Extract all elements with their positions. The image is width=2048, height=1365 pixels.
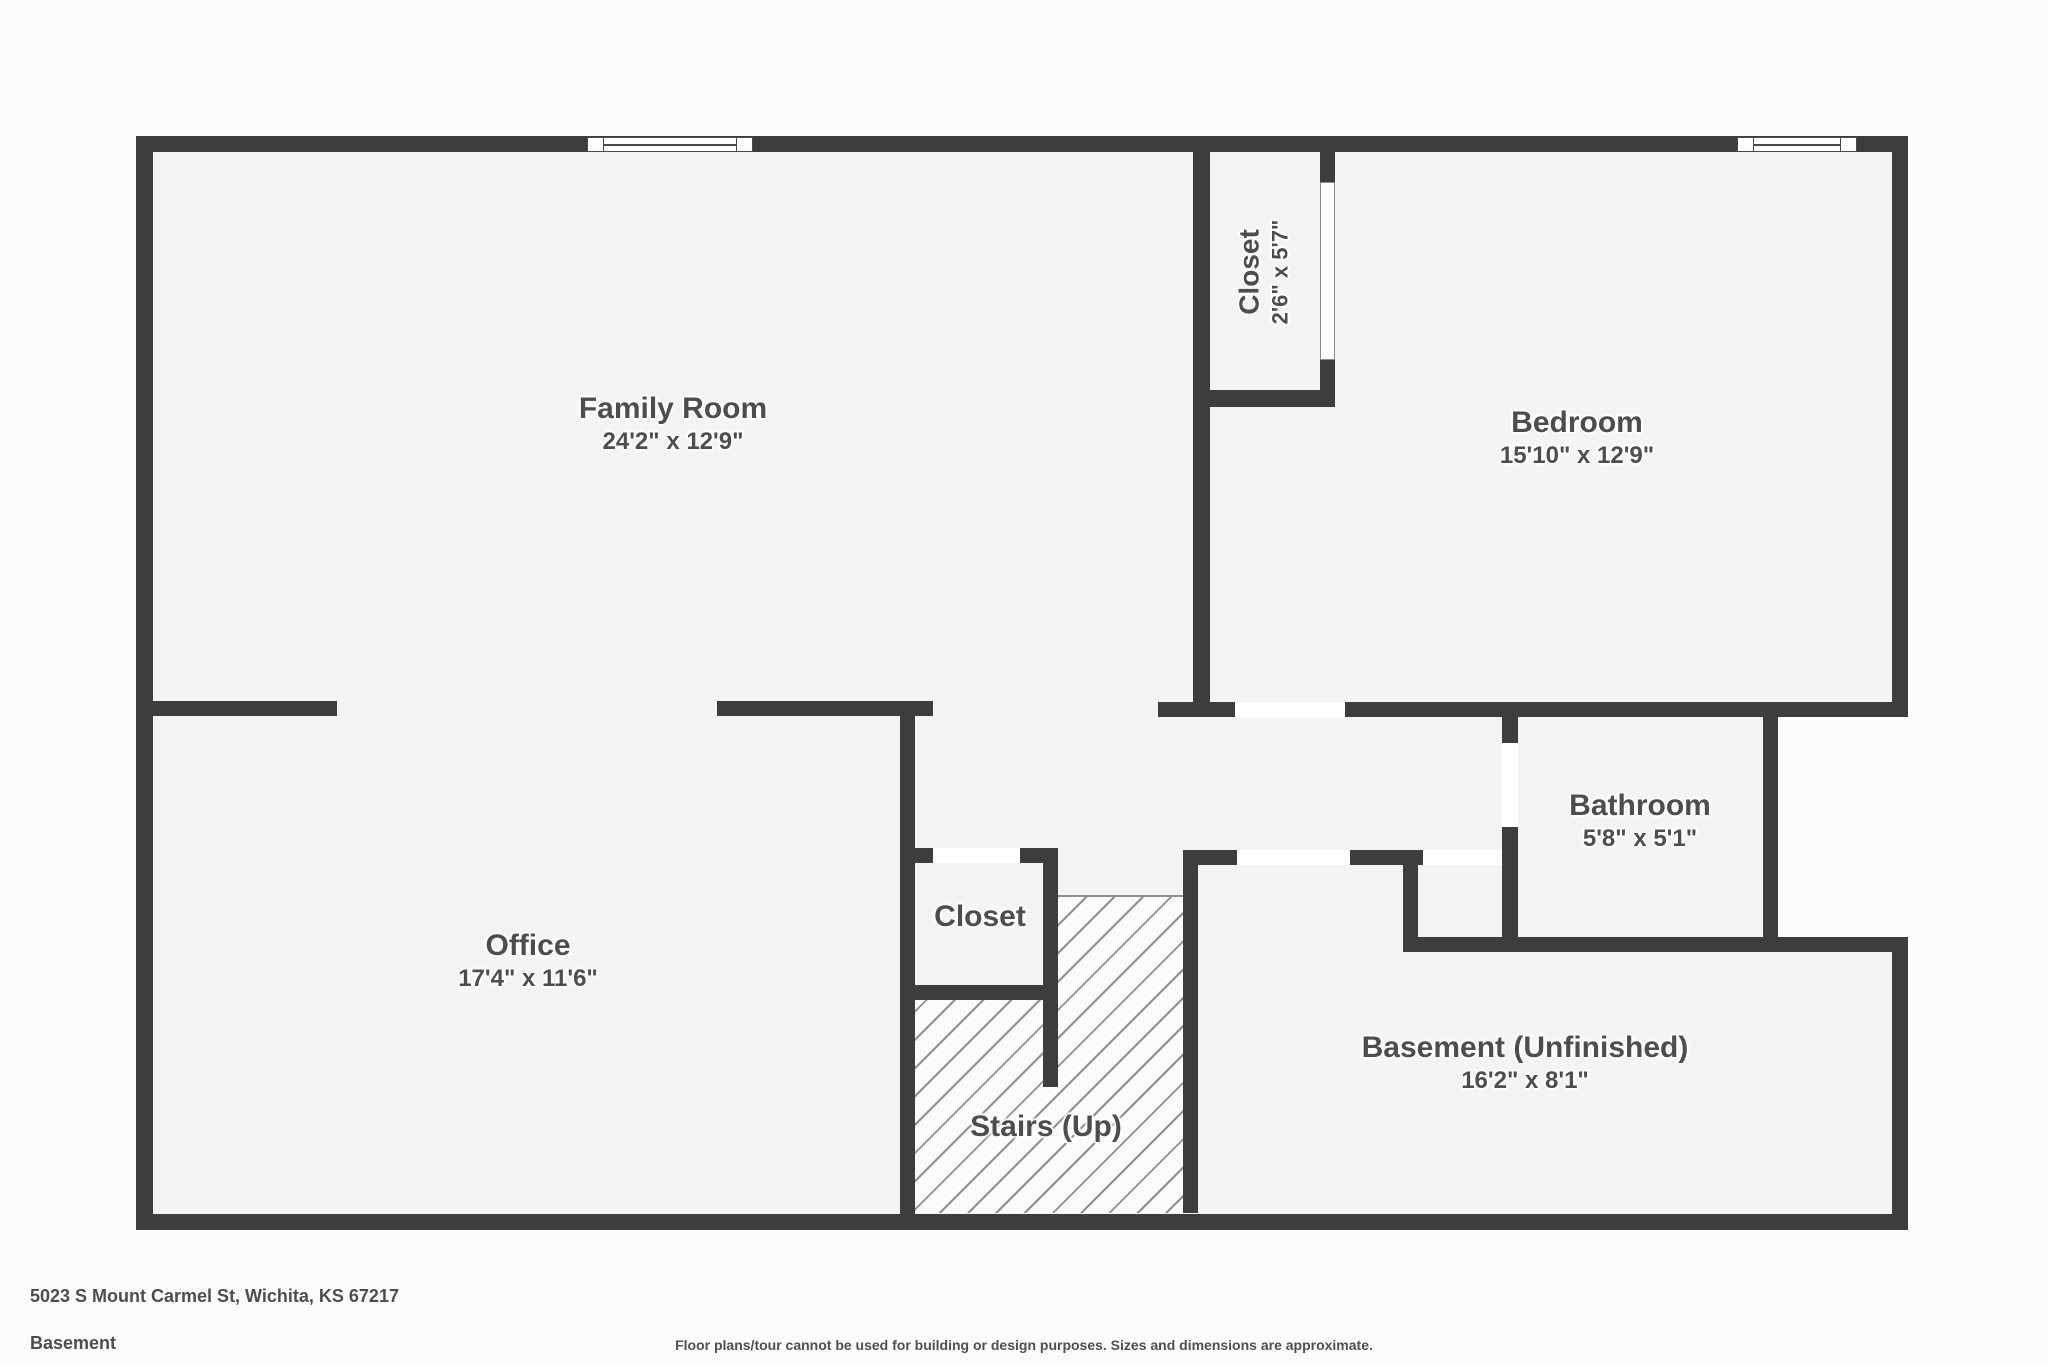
disclaimer-text: Floor plans/tour cannot be used for buil… — [675, 1337, 1373, 1353]
wall-segment — [136, 1214, 1908, 1230]
window-rail — [603, 143, 737, 146]
wall-segment — [1193, 152, 1210, 702]
window-icon — [1737, 137, 1857, 152]
room-label-family-room: Family Room 24'2" x 12'9" — [579, 391, 767, 457]
exterior-notch — [1778, 717, 1908, 937]
room-name: Closet — [1233, 229, 1265, 315]
wall-segment — [1158, 702, 1235, 717]
wall-segment — [1403, 937, 1908, 952]
door-opening — [1502, 743, 1518, 827]
room-label-office: Office 17'4" x 11'6" — [458, 928, 598, 994]
window-icon — [587, 137, 753, 152]
room-dims: 15'10" x 12'9" — [1499, 442, 1655, 469]
wall-segment — [1350, 850, 1423, 865]
room-dims: 2'6" x 5'7" — [1267, 219, 1293, 325]
room-label-bedroom: Bedroom 15'10" x 12'9" — [1500, 405, 1654, 471]
wall-segment — [1183, 850, 1237, 865]
room-name: Family Room — [578, 392, 768, 425]
room-label-basement: Basement (Unfinished) 16'2" x 8'1" — [1362, 1030, 1689, 1096]
room-name: Bedroom — [1511, 406, 1643, 439]
room-label-bathroom: Bathroom 5'8" x 5'1" — [1569, 788, 1711, 854]
wall-segment — [1193, 390, 1335, 407]
wall-segment — [153, 701, 337, 716]
room-name: Stairs (Up) — [970, 1110, 1122, 1143]
room-dims: 16'2" x 8'1" — [1461, 1067, 1589, 1094]
door-opening — [1237, 850, 1350, 865]
wall-segment — [717, 701, 933, 716]
room-dims: 24'2" x 12'9" — [602, 428, 744, 455]
room-dims: 17'4" x 11'6" — [458, 965, 598, 992]
room-name: Office — [485, 929, 571, 962]
wall-segment — [1043, 848, 1058, 1087]
room-label-closet-small: Closet — [934, 899, 1026, 935]
wall-segment — [1183, 850, 1198, 1213]
window-rail — [1753, 143, 1841, 146]
room-label-stairs: Stairs (Up) — [970, 1109, 1122, 1145]
floor-label: Basement — [30, 1333, 117, 1353]
wall-segment — [136, 136, 1908, 152]
closet-door-icon — [1320, 182, 1335, 360]
room-dims: 5'8" x 5'1" — [1582, 825, 1698, 852]
address-text: 5023 S Mount Carmel St, Wichita, KS 6721… — [30, 1286, 399, 1306]
wall-segment — [1892, 136, 1908, 717]
wall-segment — [900, 715, 915, 1230]
door-opening — [1423, 850, 1502, 865]
room-name: Bathroom — [1569, 789, 1711, 822]
door-opening — [933, 848, 1020, 863]
wall-segment — [1345, 702, 1908, 717]
room-name: Closet — [934, 900, 1026, 933]
small-closet-floor — [915, 863, 1043, 985]
room-label-closet-top: Closet 2'6" x 5'7" — [1232, 220, 1293, 325]
wall-segment — [136, 136, 153, 1230]
wall-segment — [1892, 937, 1908, 1230]
wall-segment — [1763, 715, 1778, 937]
room-name: Basement (Unfinished) — [1361, 1031, 1689, 1064]
wall-segment — [900, 985, 1058, 1000]
door-opening — [1235, 702, 1345, 717]
wall-segment — [1403, 865, 1418, 952]
